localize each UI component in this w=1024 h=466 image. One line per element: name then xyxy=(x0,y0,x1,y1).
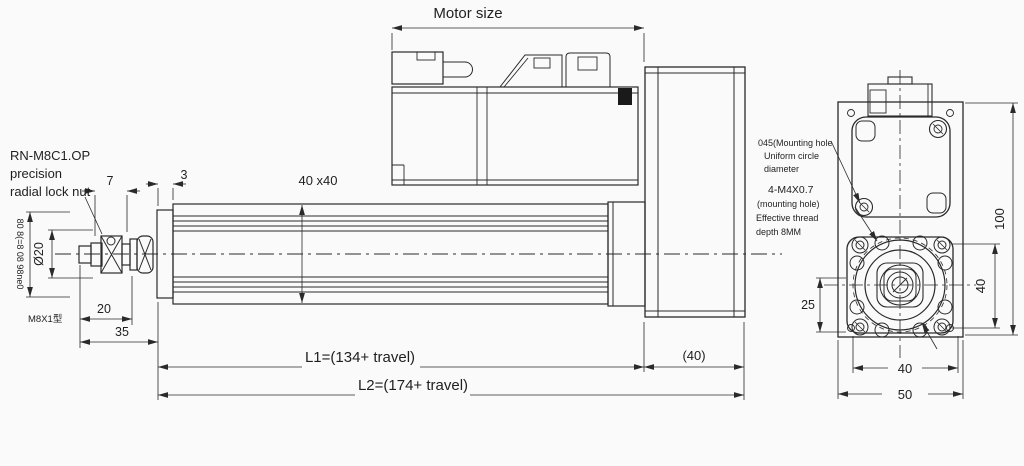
dim-plate-ext xyxy=(26,211,70,298)
motor-screw-tr-inner xyxy=(933,124,943,134)
mounting-tab-2 xyxy=(565,52,611,87)
gearbox-outline xyxy=(644,66,746,318)
dim-100-ext xyxy=(965,102,1018,336)
motor-corner-tab-tl xyxy=(855,120,876,142)
leader-note-2 xyxy=(854,206,878,242)
end-dimensions xyxy=(816,102,1018,399)
end-texts: 045(Mounting hole Uniform circle diamete… xyxy=(756,138,1007,402)
motor xyxy=(391,51,639,186)
motor-bottom-notch xyxy=(392,164,405,185)
motor-screw-bl-slot xyxy=(858,201,870,213)
motor-screw-tr-slot xyxy=(932,123,944,135)
dim-7-ext xyxy=(94,195,128,236)
plate-hole-tl xyxy=(847,109,855,117)
motor-size-label: Motor size xyxy=(433,5,502,22)
dim-L1-label: L1=(134+ travel) xyxy=(305,349,415,366)
motor-square xyxy=(851,116,951,218)
plate-hole-tr xyxy=(946,109,954,117)
motor-connector-step xyxy=(416,51,436,61)
mounting-tab-1-slot xyxy=(533,57,551,69)
mounting-tab-2-slot xyxy=(577,56,598,71)
dim-3-ext xyxy=(157,188,174,206)
dim-40v-label: 40 xyxy=(973,279,988,293)
dim-25-ext xyxy=(816,277,846,333)
motor-screw-bl xyxy=(854,197,874,217)
rod-note-line3: radial lock nut xyxy=(10,184,91,199)
dim-7-label: 7 xyxy=(107,174,114,188)
dim-50-label: 50 xyxy=(898,387,912,402)
mounting-tab-1 xyxy=(498,54,563,88)
tube-grooves-top xyxy=(173,215,608,232)
motor-body-lines xyxy=(392,92,638,181)
rod-neck xyxy=(90,242,103,267)
side-view: Motor size RN-M8C1.OP precision radial l… xyxy=(10,5,782,400)
dim-20-label: 20 xyxy=(97,302,111,316)
end-plate-outline xyxy=(837,101,964,338)
note-thread-line4: depth 8MM xyxy=(756,227,801,237)
end-motor-outline xyxy=(851,116,951,218)
dim-40h-ext xyxy=(852,336,959,373)
dim-40h-label: 40 xyxy=(898,361,912,376)
side-dimensions xyxy=(26,25,744,400)
gearbox-corner-screws xyxy=(851,236,951,336)
motor-screw-bl-inner xyxy=(859,202,869,212)
side-texts: Motor size RN-M8C1.OP precision radial l… xyxy=(10,5,706,394)
dim-40x40-label: 40 x40 xyxy=(298,173,337,188)
dim-25-label: 25 xyxy=(801,298,815,312)
note-circle-line3: diameter xyxy=(764,164,799,174)
dim-dia20-ext xyxy=(48,229,93,279)
plate-hole-bl xyxy=(847,324,855,332)
tube-grooves-bottom xyxy=(173,276,608,293)
gearbox-inner-verticals xyxy=(657,67,735,317)
dim-plate-label: 80 8(=8 08 98ne0 xyxy=(15,219,25,290)
front-nut xyxy=(136,235,154,274)
motor-screw-tr xyxy=(928,119,948,139)
note-circle-line2: Uniform circle xyxy=(764,151,819,161)
rod-note-line2: precision xyxy=(10,166,62,181)
gearbox-inner-horizontals xyxy=(645,72,745,312)
dim-L2-label: L2=(174+ travel) xyxy=(358,377,468,394)
leader-note-3 xyxy=(921,322,938,350)
end-view: 045(Mounting hole Uniform circle diamete… xyxy=(756,70,1018,402)
dim-40v-ext xyxy=(952,243,1000,329)
dim-motor-size-ext xyxy=(391,33,645,62)
gearbox-housing xyxy=(644,66,746,318)
dim-35-label: 35 xyxy=(115,325,129,339)
front-nut-cross xyxy=(138,238,152,271)
dim-50-ext xyxy=(837,340,964,399)
dim-20-ext xyxy=(79,265,133,348)
dim-100-label: 100 xyxy=(992,208,1007,230)
rod-note-leader xyxy=(84,196,103,235)
lock-nut-port xyxy=(106,236,116,246)
leader-note-1 xyxy=(830,140,861,204)
thread-type-label: M8X1型 xyxy=(28,314,63,325)
dim-dia20-label: Ø20 xyxy=(32,242,46,266)
uniform-circle-holes xyxy=(849,235,953,338)
note-thread-line3: Effective thread xyxy=(756,213,818,223)
rod-note-line1: RN-M8C1.OP xyxy=(10,148,90,163)
end-connector-inner xyxy=(869,89,887,114)
motor-flange-lines xyxy=(476,87,488,185)
motor-corner-tab-br xyxy=(926,192,947,214)
dim-40p-label: (40) xyxy=(682,348,705,363)
motor-key-detail xyxy=(618,88,632,105)
mounting-tab-1-line xyxy=(503,57,529,88)
note-circle-line1: 045(Mounting hole xyxy=(758,138,833,148)
note-leaders xyxy=(830,140,938,350)
cable-gland xyxy=(442,61,473,78)
note-thread-line1: 4-M4X0.7 xyxy=(768,184,814,196)
dim-3-label: 3 xyxy=(181,168,188,182)
lock-nut-cross xyxy=(100,235,123,274)
note-thread-line2: (mounting hole) xyxy=(757,199,820,209)
